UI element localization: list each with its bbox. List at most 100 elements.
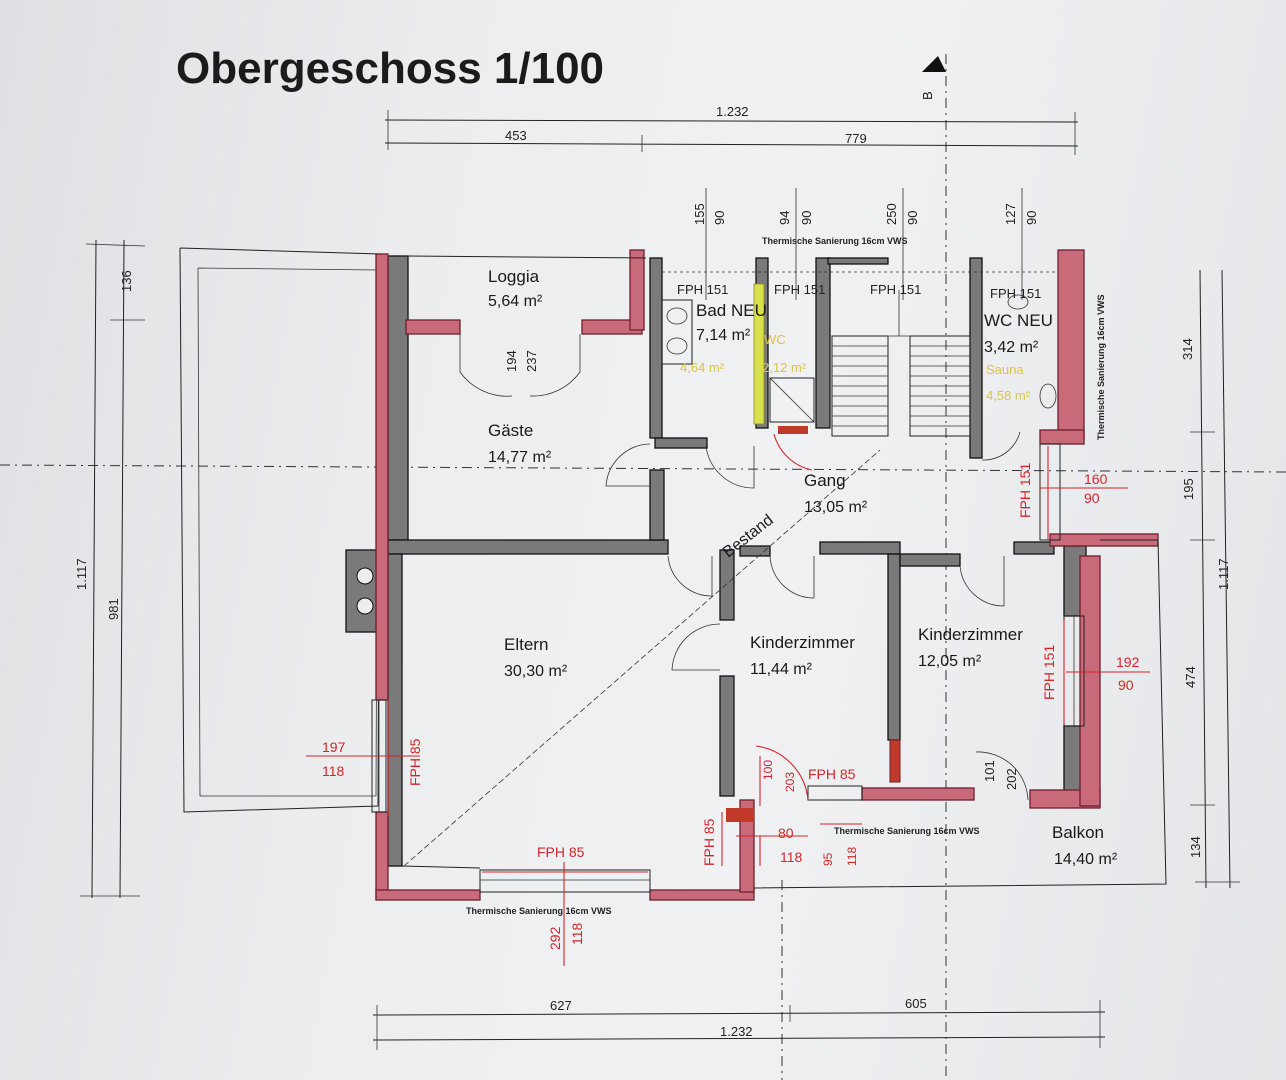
svg-text:202: 202 (1004, 768, 1019, 790)
window-mark-corner: FPH 85 80 118 (701, 812, 808, 866)
svg-text:118: 118 (780, 849, 803, 865)
window-mark-gang: 160 90 FPH 151 (1017, 446, 1128, 540)
plan-title: Obergeschoss 1/100 (176, 44, 604, 93)
svg-text:90: 90 (799, 211, 814, 225)
window-mark-balcony-door: 95 118 (820, 823, 862, 866)
svg-text:FPH 85: FPH 85 (407, 738, 423, 786)
dim-bottom-left: 627 (550, 998, 572, 1013)
room-kinderzimmer-1: Kinderzimmer 11,44 m² (750, 633, 855, 678)
svg-text:12,05 m²: 12,05 m² (918, 653, 982, 670)
svg-text:192: 192 (1116, 654, 1140, 670)
svg-text:Balkon: Balkon (1052, 823, 1104, 842)
room-gang: Gang 13,05 m² (804, 471, 868, 516)
svg-text:Eltern: Eltern (504, 635, 548, 654)
svg-text:11,44 m²: 11,44 m² (750, 661, 813, 678)
window-mark-right: 192 90 FPH 151 (1041, 620, 1150, 724)
window-mark-kinder1: 100 203 FPH 85 (759, 756, 856, 806)
room-kinderzimmer-2: Kinderzimmer 12,05 m² (918, 625, 1023, 670)
top-opening-dimensions: 155 90 94 90 250 90 127 90 (692, 188, 1039, 300)
svg-text:3,42 m²: 3,42 m² (984, 339, 1039, 356)
fph-label-vorraum: FPH 151 (774, 282, 825, 297)
fph-label-wc: FPH 151 (990, 286, 1041, 301)
room-eltern: Eltern 30,30 m² (504, 635, 568, 680)
dim-right-low: 474 (1183, 666, 1198, 688)
thermal-note-top: Thermische Sanierung 16cm VWS (762, 236, 908, 246)
svg-text:WC: WC (764, 332, 786, 347)
fph-label-bad: FPH 151 (677, 282, 728, 297)
existing-walls (345, 255, 1087, 867)
svg-text:118: 118 (845, 847, 859, 866)
svg-text:14,40 m²: 14,40 m² (1054, 851, 1118, 868)
dim-top-right: 779 (845, 131, 867, 146)
svg-text:155: 155 (692, 203, 707, 225)
svg-text:5,64 m²: 5,64 m² (488, 293, 543, 310)
svg-text:FPH 151: FPH 151 (1017, 463, 1033, 518)
bathroom-fixtures (661, 283, 1057, 425)
door-dim-237: 237 (524, 350, 539, 372)
dim-bottom-right: 605 (905, 996, 927, 1011)
left-terrace (179, 247, 381, 813)
svg-text:90: 90 (1024, 211, 1039, 225)
dim-right-outer: 1.117 (1216, 558, 1231, 590)
svg-text:Gang: Gang (804, 471, 846, 490)
svg-text:94: 94 (777, 211, 792, 225)
svg-text:FPH 85: FPH 85 (537, 844, 585, 860)
svg-text:30,30 m²: 30,30 m² (504, 663, 568, 680)
fph-label-stair: FPH 151 (870, 282, 921, 297)
dim-top-total: 1.232 (716, 104, 749, 119)
faint-overlay-labels: WC 4,64 m² 2,12 m² Sauna 4,58 m² (680, 332, 1031, 403)
room-gaeste: Gäste 14,77 m² (488, 421, 552, 466)
svg-text:292: 292 (547, 926, 563, 950)
thermal-note-bottom: Thermische Sanierung 16cm VWS (466, 906, 612, 916)
window-mark-left: 197 118 FPH 85 (306, 700, 423, 816)
door-dim-194: 194 (504, 350, 519, 372)
svg-text:FPH 151: FPH 151 (1041, 645, 1057, 700)
bottom-dimensions: 627 605 1.232 (372, 996, 1106, 1050)
dim-left-inner: 981 (106, 598, 121, 620)
svg-text:Gäste: Gäste (488, 421, 533, 440)
svg-text:95: 95 (821, 852, 835, 866)
dim-left-top: 136 (119, 270, 134, 292)
dim-right-mid: 195 (1181, 478, 1196, 500)
svg-text:118: 118 (569, 922, 585, 945)
svg-text:4,64 m²: 4,64 m² (680, 360, 725, 375)
svg-text:13,05 m²: 13,05 m² (804, 499, 868, 516)
svg-text:FPH 85: FPH 85 (808, 766, 856, 782)
room-loggia: Loggia 5,64 m² (488, 267, 543, 310)
room-bad: Bad NEU 7,14 m² (696, 301, 767, 344)
svg-text:4,58 m²: 4,58 m² (986, 388, 1031, 403)
dim-bottom-total: 1.232 (720, 1024, 753, 1039)
room-balkon: Balkon 14,40 m² (1052, 823, 1118, 868)
svg-text:14,77 m²: 14,77 m² (488, 449, 552, 466)
section-marker-label: B (920, 91, 935, 100)
new-walls (375, 249, 1159, 901)
svg-text:WC NEU: WC NEU (984, 311, 1053, 330)
balcony-outline (753, 539, 1167, 889)
doors (459, 334, 1029, 801)
svg-text:90: 90 (1084, 490, 1100, 506)
section-line-horizontal (0, 464, 1286, 473)
room-wc: WC NEU 3,42 m² (984, 311, 1053, 356)
svg-text:Kinderzimmer: Kinderzimmer (918, 625, 1023, 644)
door-mark-balcony: 101 202 (982, 760, 1019, 790)
svg-text:197: 197 (322, 739, 346, 755)
right-dimensions: 314 195 474 134 1.117 (1180, 269, 1240, 889)
thermal-note-balcony: Thermische Sanierung 16cm VWS (834, 826, 980, 836)
svg-text:90: 90 (712, 211, 727, 225)
svg-text:100: 100 (761, 760, 775, 780)
thermal-note-right: Thermische Sanierung 16cm VWS (1096, 294, 1106, 440)
svg-text:118: 118 (322, 763, 345, 779)
svg-text:127: 127 (1003, 203, 1018, 225)
staircase (831, 290, 971, 437)
dim-right-top: 314 (1180, 338, 1195, 360)
svg-text:250: 250 (884, 203, 899, 225)
svg-text:101: 101 (982, 760, 997, 782)
svg-text:80: 80 (778, 825, 794, 841)
svg-text:Loggia: Loggia (488, 267, 540, 286)
dim-right-bottom: 134 (1188, 836, 1203, 858)
dim-top-left: 453 (505, 128, 527, 143)
section-marker: B (920, 56, 946, 100)
left-dimensions: 1.117 981 136 (74, 239, 146, 899)
